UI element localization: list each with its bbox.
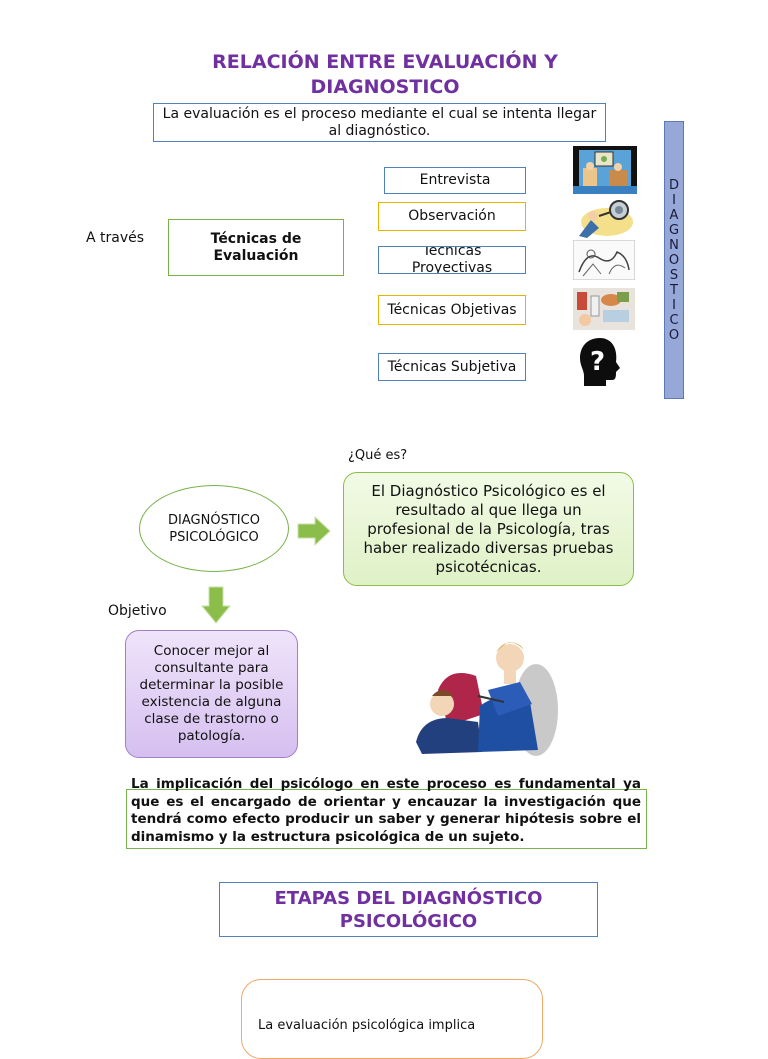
definition-box: La evaluación es el proceso mediante el … [153,103,606,142]
techniques-box: Técnicas de Evaluación [168,219,344,276]
svg-text:?: ? [590,347,605,377]
objective-icon [573,288,635,330]
right-arrow-icon [297,516,331,546]
page-title: RELACIÓN ENTRE EVALUACIÓN Y DIAGNOSTICO [212,51,558,98]
question-label: ¿Qué es? [348,448,408,463]
objective-rounded-box: Conocer mejor al consultante para determ… [125,630,298,758]
objective-label: Objetivo [108,603,167,619]
side-label-letter: G [668,222,680,238]
technique-subjective: Técnicas Subjetiva [378,353,526,381]
diagnostico-oval: DIAGNÓSTICO PSICOLÓGICO [139,485,289,572]
technique-interview: Entrevista [384,167,526,194]
side-label-letter: N [669,237,679,253]
technique-projective: Técnicas Proyectivas [378,246,526,274]
definition-rounded-box: El Diagnóstico Psicológico es el resulta… [343,472,634,586]
through-label: A través [86,230,145,246]
stages-title: ETAPAS DEL DIAGNÓSTICO PSICOLÓGICO [219,882,598,937]
projective-icon [573,240,635,280]
side-label-letter: T [670,282,678,298]
implication-frame [126,789,647,849]
interview-icon [573,146,637,194]
technique-objective: Técnicas Objetivas [378,295,526,325]
technique-observation: Observación [378,202,526,231]
therapy-session-illustration [416,642,558,756]
observation-icon [573,198,635,238]
side-label-letter: D [668,177,679,193]
side-label-letter: C [669,312,679,328]
head-question-icon: ? [580,338,620,386]
side-label-letter: I [672,297,676,313]
side-label-letter: I [672,192,676,208]
side-label-letter: A [669,207,679,223]
side-label-letter: O [668,327,680,343]
side-label-letter: O [668,252,680,268]
bottom-text: La evaluación psicológica implica [258,1018,476,1033]
down-arrow-icon [201,586,231,624]
implication-text: La implicación del psicólogo en este pro… [131,776,641,845]
bottom-rounded-box: La evaluación psicológica implica [241,979,543,1059]
side-label-letter: S [669,267,679,283]
